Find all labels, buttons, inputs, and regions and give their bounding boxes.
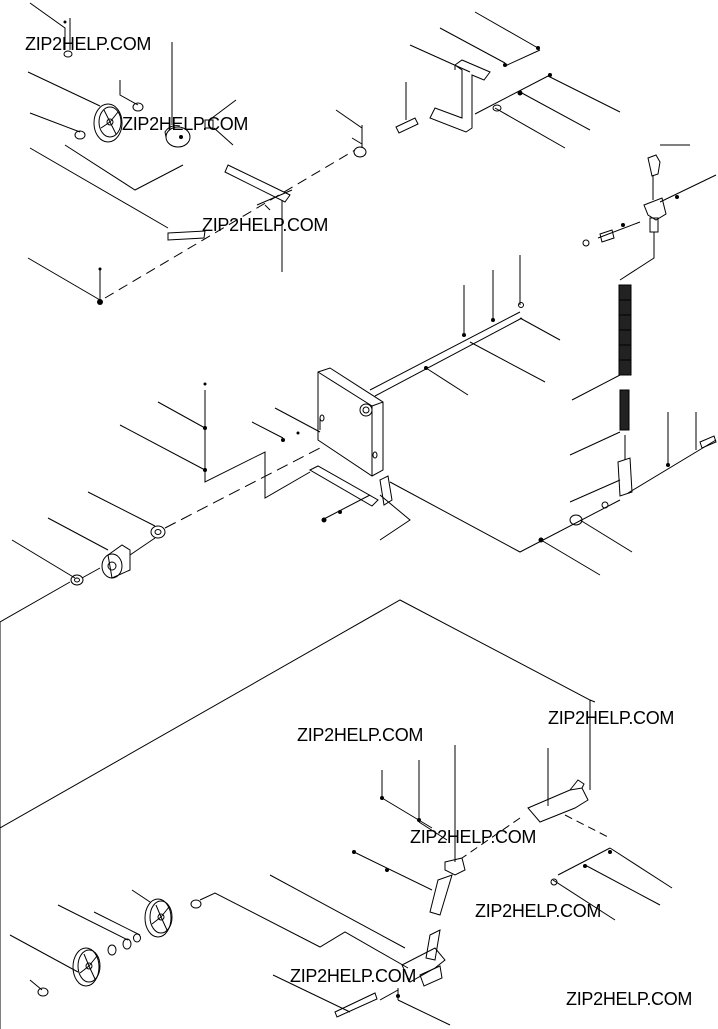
leveling-screw-assembly bbox=[389, 144, 717, 576]
watermark-text: ZIP2HELP.COM bbox=[548, 708, 675, 728]
washer-icon bbox=[132, 102, 144, 112]
watermark-text: ZIP2HELP.COM bbox=[25, 34, 152, 54]
nut-icon bbox=[204, 119, 214, 129]
bottom-wheel-rear bbox=[144, 898, 173, 938]
top-bracket-assembly bbox=[335, 11, 621, 158]
watermark-text: ZIP2HELP.COM bbox=[202, 215, 329, 235]
watermark-text: ZIP2HELP.COM bbox=[410, 827, 537, 847]
top-wheel-assembly bbox=[27, 2, 356, 305]
axle-rod bbox=[224, 164, 293, 206]
watermark-text: ZIP2HELP.COM bbox=[566, 989, 693, 1009]
watermark-text: ZIP2HELP.COM bbox=[475, 901, 602, 921]
watermark-text: ZIP2HELP.COM bbox=[122, 114, 249, 134]
watermark-text: ZIP2HELP.COM bbox=[297, 725, 424, 745]
frame-outline bbox=[0, 581, 596, 1029]
pin bbox=[167, 230, 206, 241]
mounting-plate bbox=[119, 255, 561, 541]
bottom-handle-assembly bbox=[9, 745, 673, 1026]
washer-icon bbox=[74, 130, 86, 140]
top-bushing bbox=[164, 125, 191, 148]
bearing-assembly bbox=[11, 447, 321, 586]
cap-nut-icon bbox=[63, 50, 73, 58]
top-wheel bbox=[93, 103, 123, 143]
threaded-rod bbox=[617, 284, 633, 497]
bottom-wheel-front bbox=[72, 947, 101, 987]
watermark-text: ZIP2HELP.COM bbox=[290, 966, 417, 986]
